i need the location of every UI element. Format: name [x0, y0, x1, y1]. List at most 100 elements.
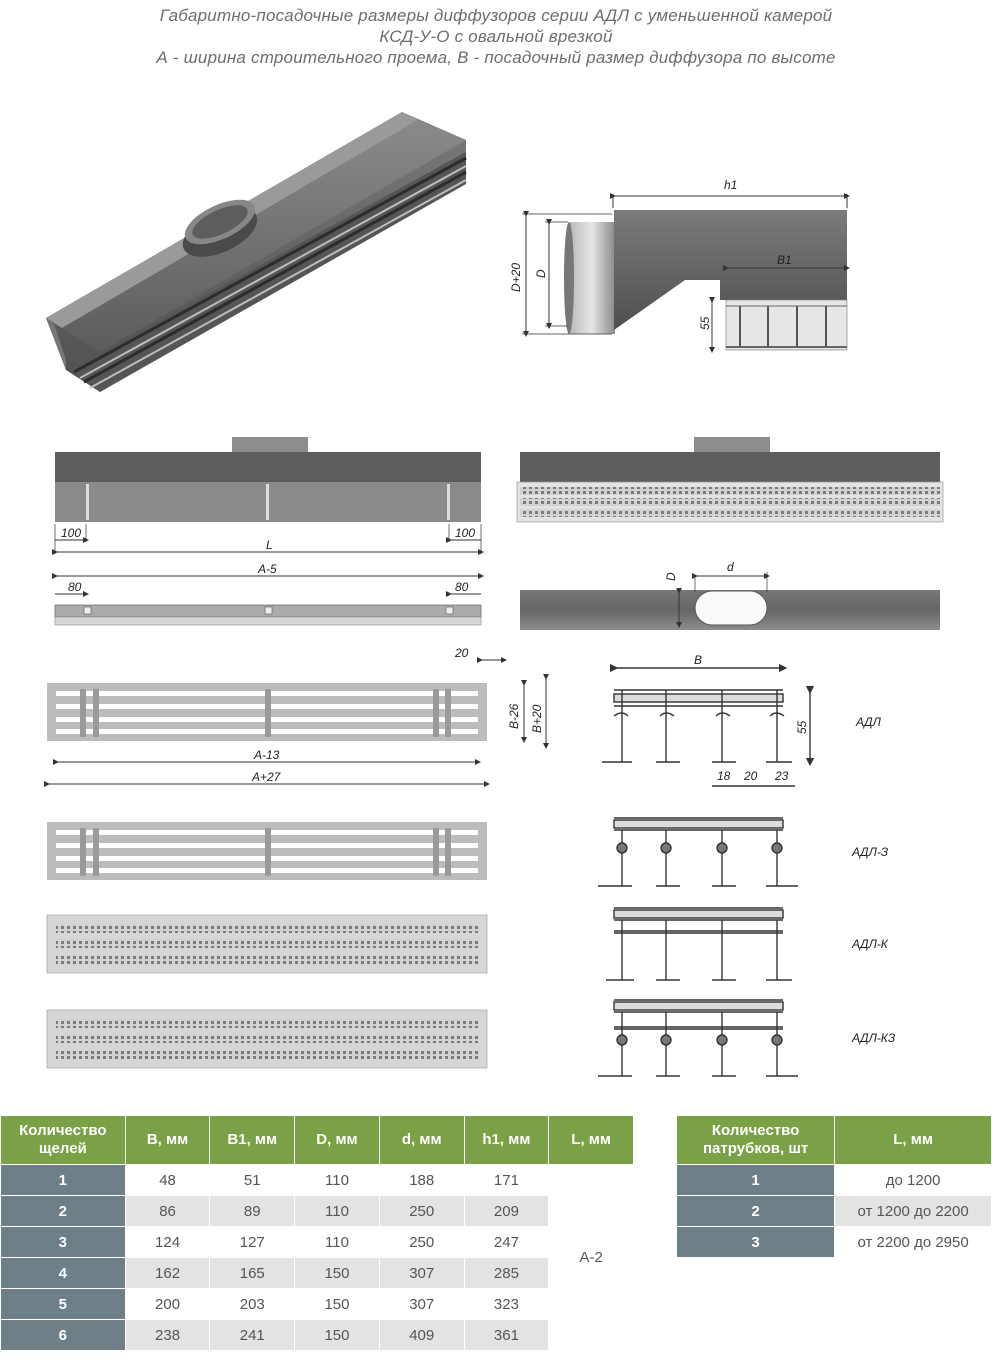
profile-label-adl-kz: АДЛ-КЗ [851, 1031, 896, 1045]
dim-100-right: 100 [455, 526, 475, 540]
profile-label-adl-z: АДЛ-З [851, 845, 889, 859]
title-line-2: КСД-У-О с овальной врезкой [379, 27, 613, 46]
col-header-d-small: d, мм [378, 1115, 465, 1165]
cell-b: 238 [124, 1319, 211, 1351]
col-header-l-range: L, мм [834, 1115, 992, 1165]
row-header: 3 [675, 1226, 836, 1258]
cell-d: 110 [294, 1226, 380, 1258]
cell-l-range: до 1200 [834, 1164, 992, 1196]
plan-view-oval: d D [520, 560, 940, 630]
cell-b: 86 [124, 1195, 211, 1227]
col-header-slots: Количество щелей [0, 1115, 126, 1165]
col-header-l: L, мм [548, 1115, 634, 1165]
cell-h1: 323 [463, 1288, 550, 1320]
cell-h1: 285 [463, 1257, 550, 1289]
cell-h1: 361 [463, 1319, 550, 1351]
dim-18: 18 [717, 769, 731, 783]
cell-b1: 51 [209, 1164, 296, 1196]
table-row: 3 124 127 110 250 247 [0, 1226, 634, 1258]
title-line-1: Габаритно-посадочные размеры диффузоров … [159, 6, 833, 25]
cell-d-small: 307 [378, 1257, 465, 1289]
side-section: h1 D+20 D B1 55 [509, 178, 850, 353]
grille-adl-z-front [47, 822, 487, 880]
isometric-diffuser [46, 112, 467, 392]
row-header: 1 [675, 1164, 836, 1196]
dim-h1: h1 [724, 178, 737, 192]
spec-table-main: Количество щелей B, мм B1, мм D, мм d, м… [0, 1115, 634, 1351]
table-row: 1 48 51 110 188 171 A-2 [0, 1164, 634, 1351]
dim-23: 23 [774, 769, 789, 783]
cell-b1: 165 [209, 1257, 296, 1289]
dim-100-left: 100 [61, 526, 81, 540]
profile-adl-kz [598, 999, 798, 1077]
cell-l-merged: A-2 [548, 1164, 634, 1351]
col-header-d: D, мм [294, 1115, 380, 1165]
dim-20-profile: 20 [743, 769, 758, 783]
cell-d-small: 307 [378, 1288, 465, 1320]
table-row: 3 от 2200 до 2950 [675, 1226, 992, 1258]
cell-d: 110 [294, 1195, 380, 1227]
dim-b-profile: B [694, 653, 702, 667]
technical-drawing: h1 D+20 D B1 55 [44, 112, 944, 1077]
cell-d: 150 [294, 1257, 380, 1289]
grille-adl-k-front [46, 914, 488, 974]
cell-l-range: от 1200 до 2200 [834, 1195, 992, 1227]
col-header-b: B, мм [124, 1115, 211, 1165]
table-row: 5 200 203 150 307 323 [0, 1288, 634, 1320]
cell-d-small: 250 [378, 1195, 465, 1227]
cell-h1: 209 [463, 1195, 550, 1227]
plan-view: A-5 80 80 [52, 562, 484, 626]
grille-adl-kz-front [46, 1009, 488, 1069]
cell-l-range: от 2200 до 2950 [834, 1226, 992, 1258]
dim-55-profile: 55 [795, 720, 809, 734]
cell-d: 150 [294, 1319, 380, 1351]
front-view-top: 100 100 L [52, 437, 484, 555]
dim-80-right: 80 [455, 580, 469, 594]
row-header: 2 [0, 1195, 126, 1227]
spec-table-nozzles: Количество патрубков, шт L, мм 1 до 1200… [675, 1115, 992, 1258]
profile-adl: B 55 18 20 23 [602, 653, 815, 787]
profile-label-adl-k: АДЛ-К [851, 937, 889, 951]
dim-d: D [534, 269, 548, 278]
table-row: 1 до 1200 [675, 1164, 992, 1196]
cell-b1: 203 [209, 1288, 296, 1320]
front-view-grille [516, 437, 944, 523]
cell-b1: 127 [209, 1226, 296, 1258]
dim-b-plus-20: B+20 [530, 704, 544, 733]
dim-a-minus-13: A-13 [253, 748, 280, 762]
cell-h1: 247 [463, 1226, 550, 1258]
cell-h1: 171 [463, 1164, 550, 1196]
col-header-nozzles: Количество патрубков, шт [675, 1115, 836, 1165]
profile-adl-z [598, 817, 798, 887]
profile-label-adl: АДЛ [855, 715, 882, 729]
cell-b: 48 [124, 1164, 211, 1196]
dim-d-oval: D [664, 572, 678, 581]
dim-l: L [266, 538, 273, 552]
cell-b: 200 [124, 1288, 211, 1320]
cell-d-small: 188 [378, 1164, 465, 1196]
profile-adl-k [606, 907, 792, 981]
cell-b1: 241 [209, 1319, 296, 1351]
cell-b1: 89 [209, 1195, 296, 1227]
table-row: 4 162 165 150 307 285 [0, 1257, 634, 1289]
dim-b1: B1 [777, 253, 792, 267]
row-header: 1 [0, 1164, 126, 1196]
col-header-h1: h1, мм [463, 1115, 550, 1165]
grille-adl-front: 20 B-26 B+20 A-13 A+27 [44, 646, 549, 787]
table-row: 2 от 1200 до 2200 [675, 1195, 992, 1227]
dim-55-side: 55 [698, 316, 712, 330]
table-row: 2 86 89 110 250 209 [0, 1195, 634, 1227]
row-header: 3 [0, 1226, 126, 1258]
dim-80-left: 80 [68, 580, 82, 594]
title-line-3: А - ширина строительного проема, В - пос… [156, 48, 836, 67]
dim-20: 20 [454, 646, 469, 660]
cell-d: 110 [294, 1164, 380, 1196]
cell-b: 124 [124, 1226, 211, 1258]
row-header: 5 [0, 1288, 126, 1320]
col-header-b1: B1, мм [209, 1115, 296, 1165]
row-header: 4 [0, 1257, 126, 1289]
row-header: 2 [675, 1195, 836, 1227]
dim-b-minus-26: B-26 [507, 703, 521, 729]
dim-a-minus-5: A-5 [257, 562, 277, 576]
cell-d-small: 409 [378, 1319, 465, 1351]
